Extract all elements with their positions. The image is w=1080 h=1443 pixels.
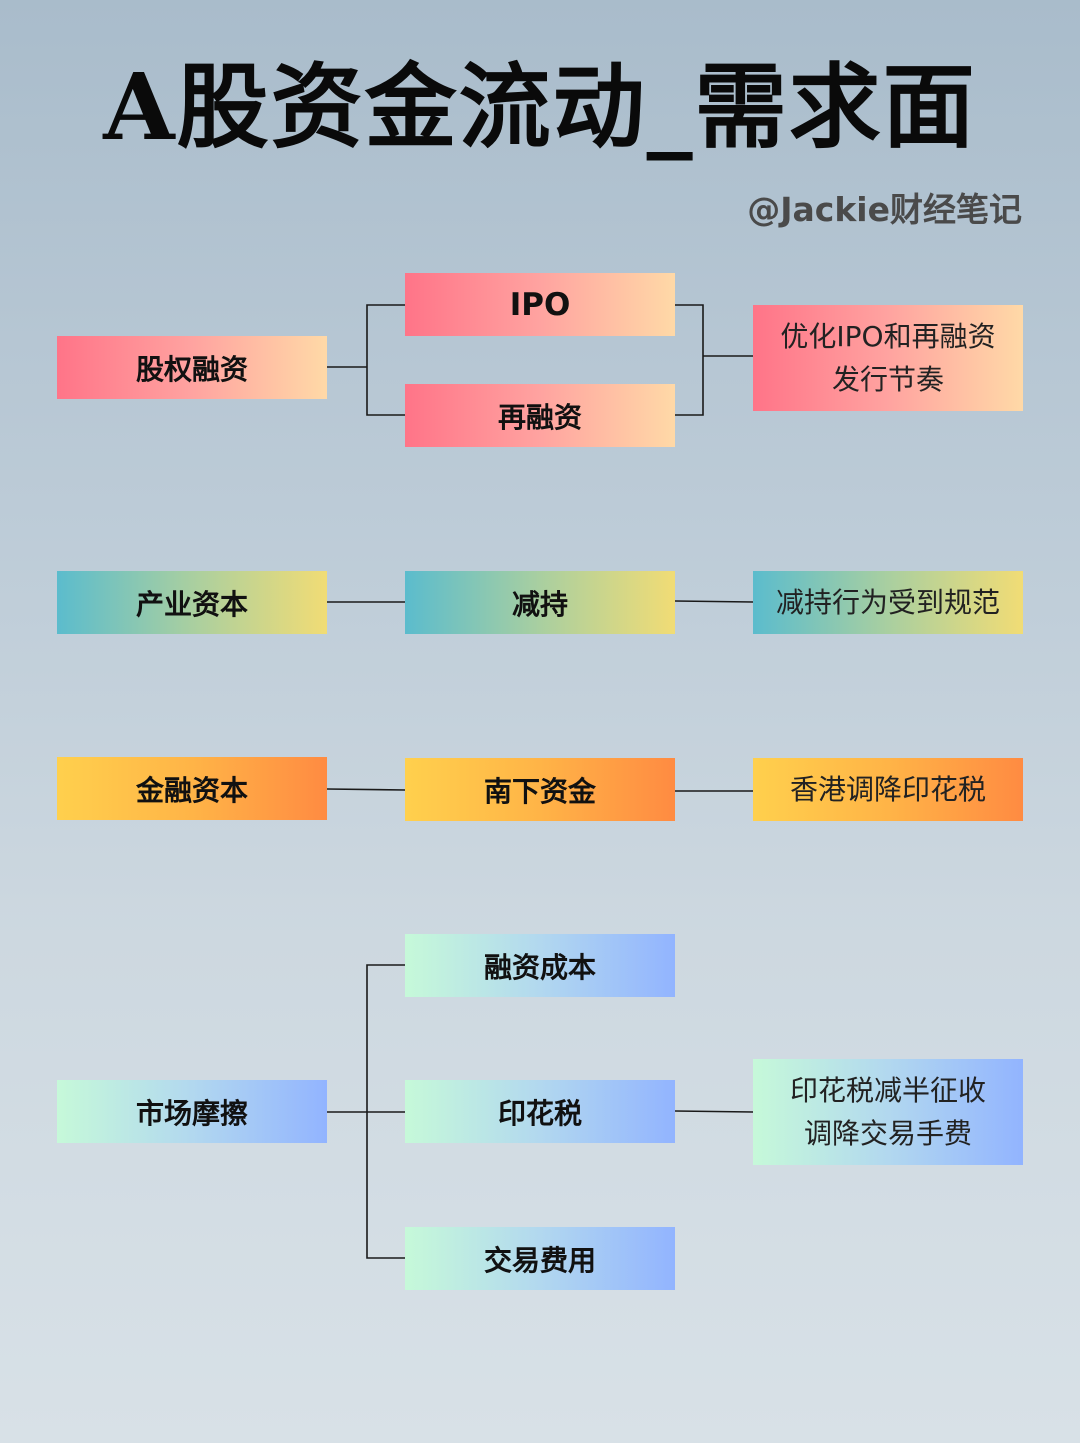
- node-label: 南下资金: [483, 774, 596, 808]
- node-industrial-result: 减持行为受到规范: [753, 571, 1023, 634]
- node-label: 融资成本: [483, 950, 596, 984]
- node-label: 股权融资: [135, 352, 248, 386]
- node-label: 香港调降印花税: [789, 773, 986, 806]
- node-ipo: IPO: [405, 273, 675, 336]
- node-financing-cost: 融资成本: [405, 934, 675, 997]
- node-southbound-funds: 南下资金: [405, 758, 675, 821]
- node-label: 印花税: [497, 1096, 582, 1130]
- page-title: A股资金流动_需求面: [103, 53, 977, 161]
- connector-financial-left: [326, 788, 406, 791]
- node-label: 交易费用: [483, 1243, 596, 1277]
- node-industrial-capital: 产业资本: [57, 571, 327, 634]
- node-equity-result: 优化IPO和再融资 发行节奏: [753, 305, 1023, 411]
- node-label: 减持行为受到规范: [775, 586, 1000, 619]
- connector-equity-branch: [366, 304, 405, 416]
- node-reduction: 减持: [405, 571, 675, 634]
- node-label: 金融资本: [135, 773, 248, 807]
- node-label-line1: 印花税减半征收: [789, 1074, 986, 1107]
- node-market-friction: 市场摩擦: [57, 1080, 327, 1143]
- node-label: 再融资: [497, 400, 582, 434]
- node-label: IPO: [509, 286, 571, 323]
- author-watermark: @Jackie财经笔记: [747, 190, 1022, 229]
- node-stamp-duty: 印花税: [405, 1080, 675, 1143]
- node-equity-financing: 股权融资: [57, 336, 327, 399]
- node-financial-capital: 金融资本: [57, 757, 327, 820]
- node-label-line2: 发行节奏: [831, 363, 944, 396]
- node-friction-result: 印花税减半征收 调降交易手费: [753, 1059, 1023, 1165]
- node-label-line2: 调降交易手费: [803, 1117, 972, 1150]
- node-label-line1: 优化IPO和再融资: [780, 320, 996, 353]
- connector-friction-result: [674, 1110, 754, 1113]
- node-label: 减持: [511, 587, 568, 621]
- connector-equity-merge: [675, 304, 704, 416]
- node-financial-result: 香港调降印花税: [753, 758, 1023, 821]
- connector-industrial-right: [674, 600, 754, 603]
- node-label: 市场摩擦: [135, 1096, 248, 1130]
- node-trading-fees: 交易费用: [405, 1227, 675, 1290]
- node-refinancing: 再融资: [405, 384, 675, 447]
- node-label: 产业资本: [135, 587, 248, 621]
